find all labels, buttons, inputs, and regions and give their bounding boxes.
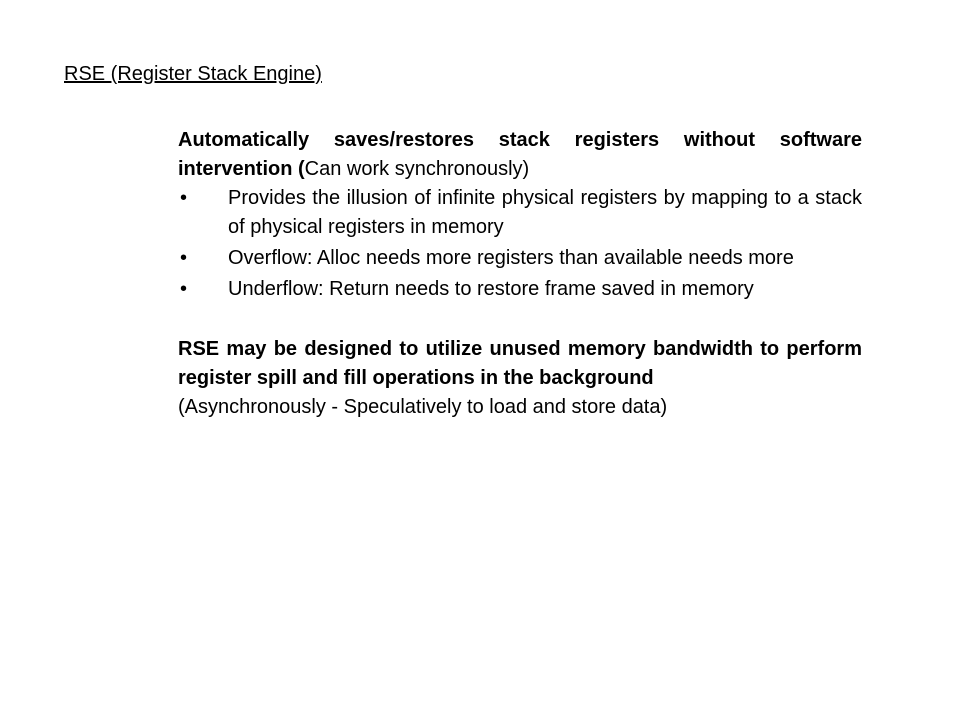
rse-note: (Asynchronously - Speculatively to load … [178,396,668,418]
bullet-mark: • [180,187,188,209]
bullet-item: • Underflow: Return needs to restore fra… [180,275,862,304]
slide-content: Automatically saves/restores stack regis… [178,126,862,422]
bullet-mark: • [180,247,188,269]
intro-paragraph: Automatically saves/restores stack regis… [178,126,862,184]
intro-bold-text: Automatically saves/restores stack regis… [178,129,862,180]
bullet-list: • Provides the illusion of infinite phys… [178,184,862,304]
intro-normal-text: Can work synchronously) [304,158,530,180]
rse-paragraph: RSE may be designed to utilize unused me… [178,338,862,389]
bullet-item: • Overflow: Alloc needs more registers t… [180,244,862,273]
bullet-text: Underflow: Return needs to restore frame… [228,278,754,300]
bullet-text: Overflow: Alloc needs more registers tha… [228,247,794,269]
bullet-mark: • [180,278,188,300]
section-spacer [178,306,862,335]
bullet-text: Provides the illusion of infinite physic… [228,187,862,238]
slide-title: RSE (Register Stack Engine) [64,63,322,85]
bullet-item: • Provides the illusion of infinite phys… [180,184,862,242]
